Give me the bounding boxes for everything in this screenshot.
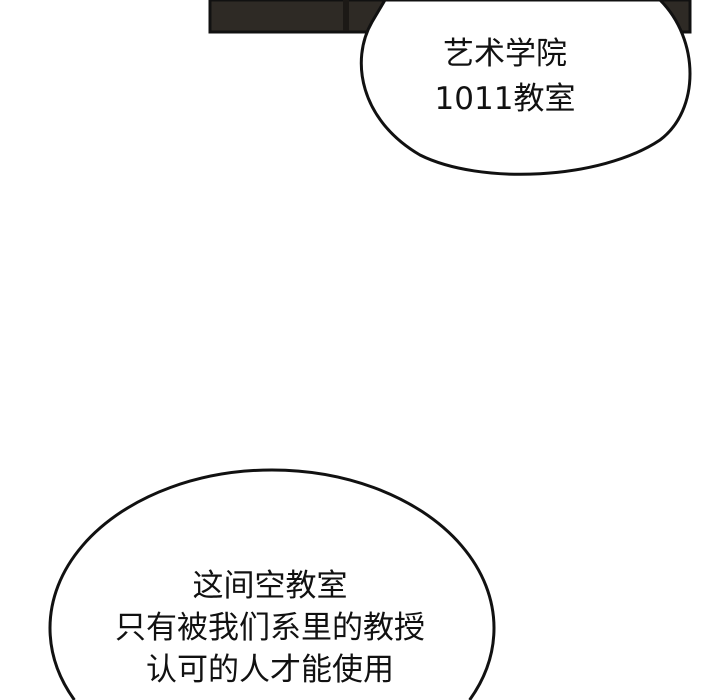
panel-divider (343, 0, 349, 31)
bubble-line: 艺术学院 (443, 36, 567, 72)
bubble-line: 这间空教室 (192, 568, 348, 604)
bubble-line: 只有被我们系里的教授 (115, 610, 425, 646)
bubble-text-top: 艺术学院 1011教室 (370, 32, 640, 122)
bubble-line: 认可的人才能使用 (146, 652, 394, 688)
bubble-text-bottom: 这间空教室 只有被我们系里的教授 认可的人才能使用 (50, 565, 490, 691)
speech-bubble-top (359, 0, 692, 176)
speech-bubble-bottom (48, 468, 496, 700)
bubble-line: 1011教室 (434, 81, 576, 117)
